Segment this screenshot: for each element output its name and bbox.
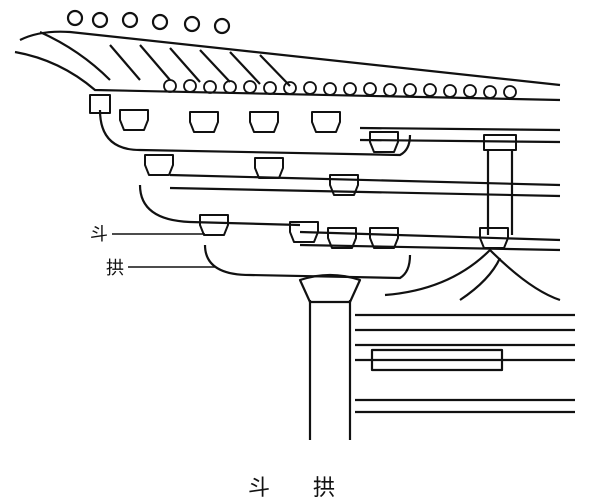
- label-dou: 斗: [90, 224, 108, 245]
- roof-eave: [14, 30, 561, 102]
- label-gong: 拱: [106, 258, 124, 279]
- rafter-ends: [66, 9, 517, 99]
- figure-caption: 斗 拱: [248, 476, 353, 501]
- leader-lines: [112, 233, 215, 268]
- bearing-blocks: [89, 94, 517, 249]
- beams: [169, 126, 575, 414]
- bracket-arms: [98, 109, 561, 302]
